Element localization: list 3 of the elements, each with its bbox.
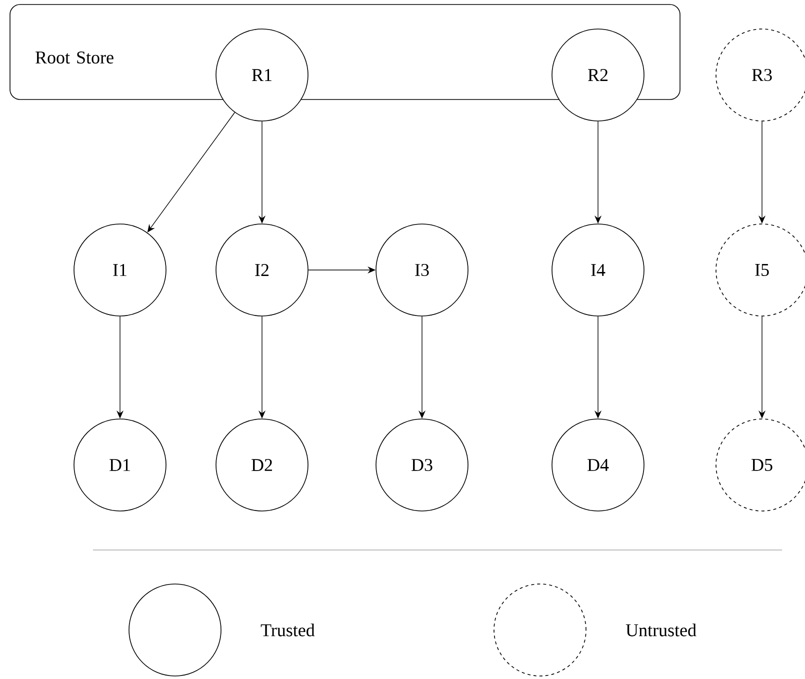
arrow [147, 112, 236, 232]
legend-item: Untrusted [494, 584, 696, 676]
legend-item: Trusted [128, 584, 315, 676]
